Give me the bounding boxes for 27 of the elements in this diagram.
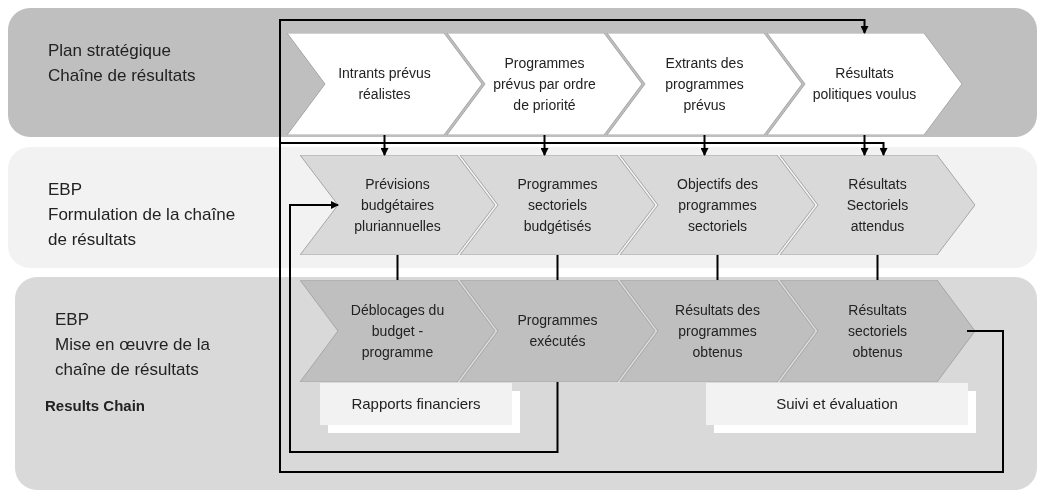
step-label: Objectifs des programmes sectoriels	[676, 174, 759, 236]
step-label: Programmes sectoriels budgétisés	[516, 174, 599, 236]
step-label: Résultats sectoriels obtenus	[846, 300, 909, 362]
lane-label: EBP	[48, 179, 84, 201]
step-label: Programmes exécutés	[516, 311, 599, 351]
connector-arrow	[289, 201, 559, 453]
connector-arrow	[540, 134, 549, 156]
lane-label: Plan stratégique	[48, 40, 172, 62]
connector-arrow	[700, 134, 709, 156]
lane-label: Formulation de la chaîne de résultats	[48, 204, 237, 251]
step-label: Extrants des programmes prévus	[664, 53, 745, 115]
connector-arrow	[860, 134, 869, 156]
step-label: Déblocages du budget - programme	[349, 300, 446, 362]
step-label: Résultats Sectoriels attendus	[845, 174, 910, 236]
lane-label: Chaîne de résultats	[48, 65, 197, 87]
caption-text: Results Chain	[45, 396, 146, 416]
swimlane-band	[15, 277, 1037, 490]
swimlane-band	[8, 8, 1037, 137]
step-label: Résultats des programmes obtenus	[674, 300, 761, 362]
step-label: Résultats politiques voulus	[811, 64, 918, 104]
step-label: Prévisions budgétaires pluriannuelles	[353, 174, 442, 236]
step-label: Programmes prévus par ordre de priorité	[492, 53, 597, 115]
connector-arrow	[380, 134, 389, 156]
lane-label: EBP	[55, 309, 91, 331]
lane-label: Mise en œuvre de la chaîne de résultats	[55, 334, 211, 381]
step-label: Intrants prévus réalistes	[337, 64, 432, 104]
swimlane-band	[8, 147, 1037, 268]
